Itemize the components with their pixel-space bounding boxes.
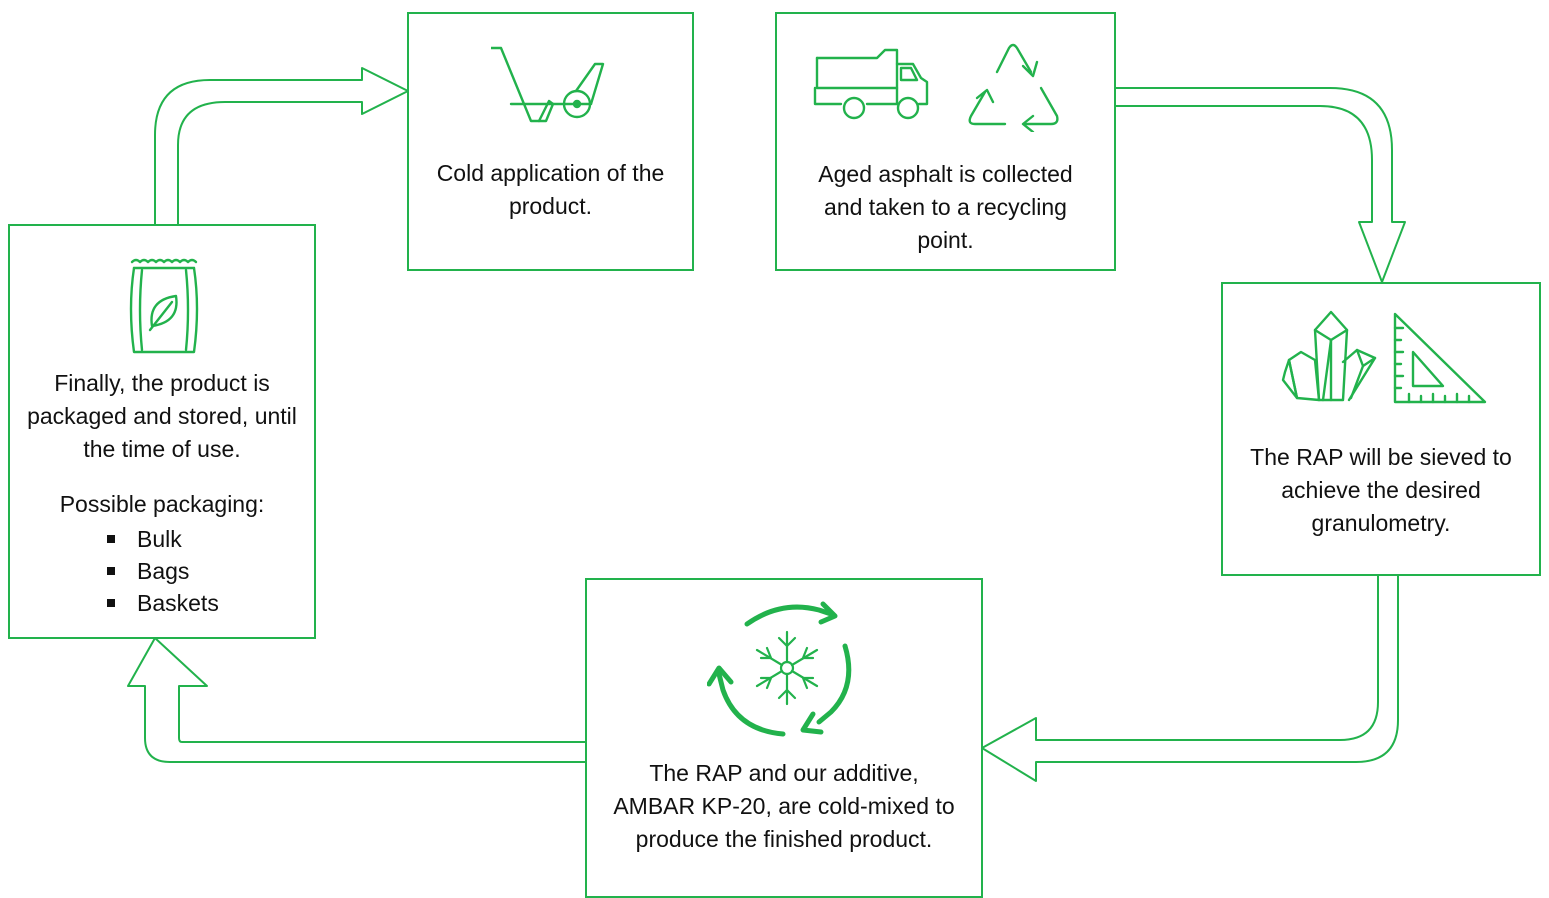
arrow-packaging-to-application (154, 67, 409, 224)
arrow-sieving-to-mixing (981, 576, 1399, 782)
dump-truck-icon (813, 48, 929, 120)
step-collection: Aged asphalt is collected and taken to a… (775, 12, 1116, 271)
cycle-snowflake-icon (707, 601, 852, 737)
step-collection-text: Aged asphalt is collected and taken to a… (818, 161, 1073, 253)
step-packaging: Finally, the product is packaged and sto… (8, 224, 316, 639)
wheelbarrow-icon (491, 46, 605, 123)
arrow-collection-to-sieving (1115, 87, 1406, 283)
step-mixing-text: The RAP and our additive, AMBAR KP-20, a… (613, 760, 955, 852)
packaging-options-list: Bulk Bags Baskets (107, 523, 219, 619)
list-item: Baskets (107, 587, 219, 619)
eco-bag-icon (129, 258, 199, 354)
step-mixing: The RAP and our additive, AMBAR KP-20, a… (585, 578, 983, 898)
step-packaging-text: Finally, the product is packaged and sto… (27, 370, 297, 462)
packaging-list-title: Possible packaging: (59, 491, 265, 517)
arrow-mixing-to-packaging (127, 637, 586, 763)
recycle-icon (968, 43, 1059, 132)
list-item: Bags (107, 555, 219, 587)
step-sieving-text: The RAP will be sieved to achieve the de… (1250, 444, 1512, 536)
step-cold-application: Cold application of the product. (407, 12, 694, 271)
list-item: Bulk (107, 523, 219, 555)
step-cold-application-text: Cold application of the product. (436, 160, 665, 219)
crystals-icon (1281, 310, 1377, 402)
set-square-icon (1393, 312, 1487, 404)
step-sieving: The RAP will be sieved to achieve the de… (1221, 282, 1541, 576)
